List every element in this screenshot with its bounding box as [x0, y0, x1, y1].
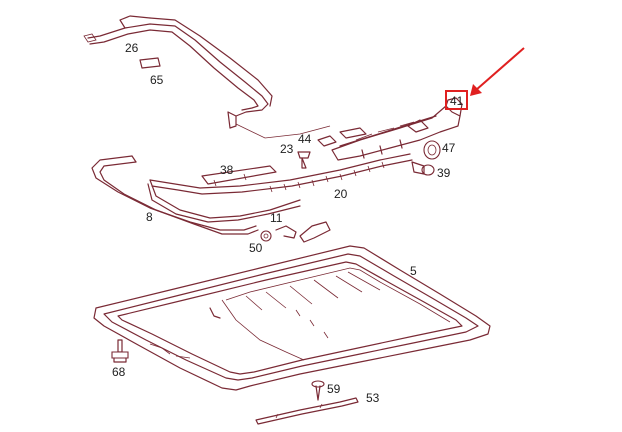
- part-8-lower-rail: [91, 155, 301, 235]
- label-38: 38: [220, 163, 234, 177]
- part-53-strip: [255, 397, 359, 425]
- assembly-line-upper: [235, 123, 331, 139]
- label-11: 11: [270, 211, 283, 225]
- part-47-roller: [423, 140, 441, 160]
- label-39: 39: [437, 166, 451, 180]
- label-26: 26: [125, 41, 139, 55]
- part-65-clip: [139, 57, 161, 69]
- part-26-guide-rail: [83, 15, 273, 129]
- label-47: 47: [442, 141, 456, 155]
- label-53: 53: [366, 391, 380, 405]
- part-5-frame: [93, 245, 491, 391]
- label-5: 5: [410, 264, 417, 278]
- highlight-arrow-icon: [470, 47, 525, 96]
- part-41-carriage: [331, 97, 463, 161]
- part-68-bolt: [111, 339, 129, 363]
- part-59-screw: [311, 380, 325, 401]
- highlight-box: [445, 90, 468, 110]
- part-23-screw: [297, 151, 311, 169]
- label-59: 59: [327, 382, 341, 396]
- label-23: 23: [280, 142, 294, 156]
- part-39-pin: [411, 161, 435, 176]
- label-50: 50: [249, 241, 263, 255]
- label-44: 44: [298, 132, 312, 146]
- label-68: 68: [112, 365, 126, 379]
- part-50-nut: [260, 230, 272, 242]
- label-20: 20: [334, 187, 348, 201]
- part-38-guide: [201, 165, 277, 187]
- part-44-bracket: [317, 127, 367, 147]
- label-8: 8: [146, 210, 153, 224]
- part-11-spring: [275, 221, 331, 243]
- label-41: 41: [450, 94, 464, 108]
- part-20-cable-rail: [149, 153, 413, 195]
- label-65: 65: [150, 73, 164, 87]
